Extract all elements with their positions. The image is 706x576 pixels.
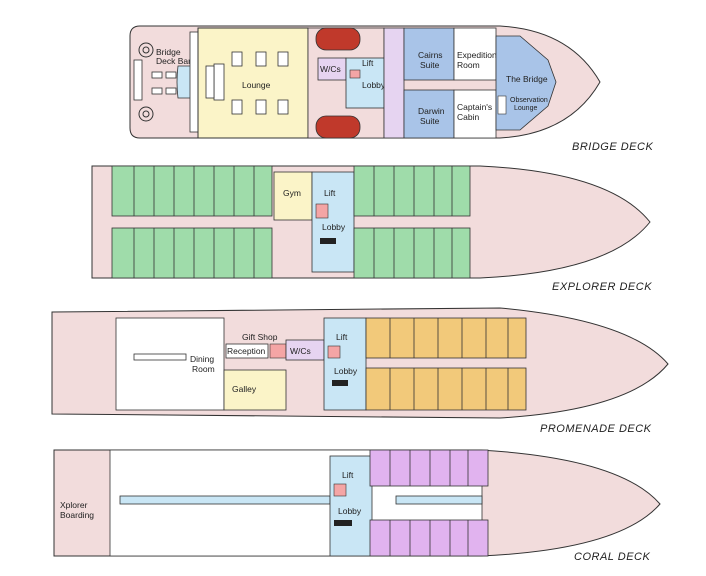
galley-label: Galley — [232, 384, 257, 394]
darwin-suite — [403, 89, 455, 139]
dining-room — [115, 317, 225, 411]
gift-shop-label: Gift Shop — [242, 332, 278, 342]
bridge-wc-label: W/Cs — [320, 64, 341, 74]
promenade-lobby — [323, 317, 367, 411]
bridge-lounge-label: Lounge — [242, 80, 271, 90]
expedition-label-2: Room — [457, 60, 480, 70]
promenade-lift-label: Lift — [336, 332, 348, 342]
coral-lobby-label: Lobby — [338, 506, 362, 516]
darwin-label-1: Darwin — [418, 106, 445, 116]
bridge-lobby — [345, 57, 385, 109]
captain-label-1: Captain's — [457, 102, 492, 112]
bridge-bar-label-2: Deck Bar — [156, 56, 191, 66]
coral-deck-title: CORAL DECK — [574, 551, 650, 563]
explorer-lift-label: Lift — [324, 188, 336, 198]
cairns-suite — [403, 27, 455, 81]
bridge-lift-label: Lift — [362, 58, 374, 68]
xplorer-label-2: Boarding — [60, 510, 94, 520]
the-bridge — [495, 35, 557, 131]
promenade-wc-label: W/Cs — [290, 346, 311, 356]
expedition-label-1: Expedition — [457, 50, 497, 60]
the-bridge-label: The Bridge — [506, 74, 548, 84]
cairns-label-2: Suite — [420, 60, 440, 70]
lifeboat-starboard — [315, 115, 361, 139]
promenade-deck: Dining Room Galley Gift Shop Reception W… — [51, 307, 669, 435]
cairns-label-1: Cairns — [418, 50, 443, 60]
promenade-lobby-label: Lobby — [334, 366, 358, 376]
dining-label-2: Room — [192, 364, 215, 374]
bridge-bar-label-1: Bridge — [156, 47, 181, 57]
galley — [223, 369, 287, 411]
bridge-deck: Bridge Deck Bar Lounge W/Cs Lift Lobby — [129, 25, 653, 153]
explorer-deck-title: EXPLORER DECK — [552, 281, 652, 293]
explorer-lobby-label: Lobby — [322, 222, 346, 232]
captain-label-2: Cabin — [457, 112, 479, 122]
xplorer-label-1: Xplorer — [60, 500, 88, 510]
explorer-lobby — [311, 171, 355, 273]
explorer-deck: Gym Lift Lobby EXPLORER DECK — [91, 165, 652, 293]
lifeboat-port — [315, 27, 361, 51]
reception-label: Reception — [227, 346, 266, 356]
gym-label: Gym — [283, 188, 301, 198]
coral-deck: Xplorer Boarding Lift Lobby CORAL DECK — [53, 449, 661, 563]
observation-label-2: Lounge — [514, 105, 537, 112]
observation-label-1: Observation — [510, 97, 548, 104]
coral-lift-label: Lift — [342, 470, 354, 480]
darwin-label-2: Suite — [420, 116, 440, 126]
promenade-deck-title: PROMENADE DECK — [540, 423, 652, 435]
gym — [273, 171, 313, 221]
dining-label-1: Dining — [190, 354, 214, 364]
coral-lobby — [329, 455, 373, 557]
bridge-lobby-label: Lobby — [362, 80, 386, 90]
bridge-deck-title: BRIDGE DECK — [572, 141, 653, 153]
